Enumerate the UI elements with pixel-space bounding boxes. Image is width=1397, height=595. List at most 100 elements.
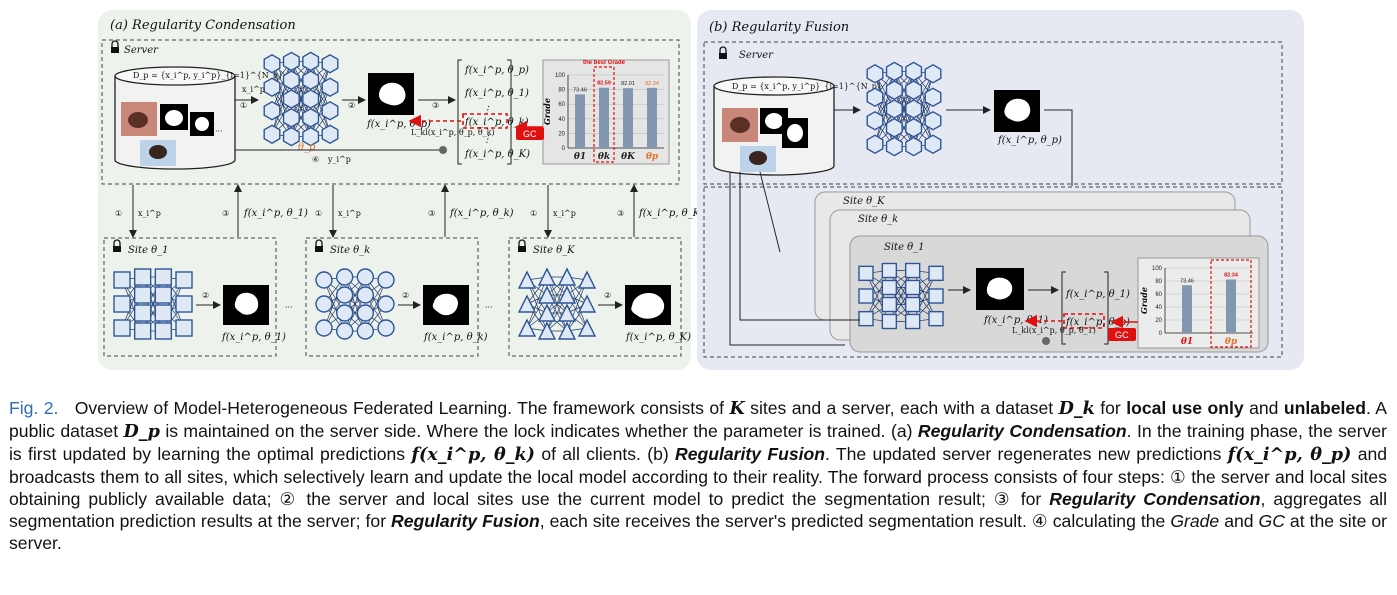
network-node <box>315 319 333 337</box>
pred-dots-1: ⋮ <box>482 105 492 116</box>
y-tick-label: 0 <box>1159 331 1163 337</box>
y-tick-label: 60 <box>1155 292 1162 298</box>
network-node <box>858 288 874 304</box>
y-tick-label: 100 <box>1152 266 1163 272</box>
y-tick-label: 80 <box>1155 279 1162 285</box>
highlight-box <box>593 66 615 163</box>
caption-text-10: and broadcasts them to all sites, which … <box>9 444 1388 509</box>
site1-network-b <box>858 262 944 330</box>
network-node <box>282 107 300 128</box>
network-node <box>866 87 884 108</box>
site1-step2: ② <box>202 291 209 300</box>
sitek-pred: f(x_i^p, θ_k) <box>423 332 488 343</box>
network-node <box>302 89 320 109</box>
caption-text-13: and <box>1224 511 1254 531</box>
network-node <box>905 117 923 138</box>
term-condensation-2: Regularity Condensation <box>1049 489 1261 509</box>
network-node <box>858 310 874 327</box>
sites-ellipsis-1: ··· <box>285 303 293 312</box>
network-node <box>302 107 320 128</box>
yip-label: y_i^p <box>327 155 351 164</box>
network-node <box>557 285 577 304</box>
network-node <box>133 268 152 286</box>
server-theta-label: θ_p <box>298 142 316 153</box>
pred-theta-k: f(x_i^p, θ_k) <box>464 117 529 128</box>
site-theta-1: Site θ_1 ② f(x_i^p, θ_1) <box>103 237 286 357</box>
pred-theta-K: f(x_i^p, θ_K) <box>464 149 530 160</box>
network-node <box>263 100 281 121</box>
arrow-xip-c: x_i^p <box>553 209 576 218</box>
arrow-step-1b: ① <box>315 209 322 218</box>
network-node <box>885 80 903 101</box>
network-node <box>175 271 193 289</box>
gc-badge <box>516 127 544 140</box>
network-node <box>537 303 557 322</box>
pred-theta-1: f(x_i^p, θ_1) <box>464 88 529 99</box>
xip-label: x_i^p <box>242 85 265 94</box>
network-node <box>302 51 320 72</box>
arrow-f1: f(x_i^p, θ_1) <box>243 208 308 219</box>
network-node <box>282 89 300 109</box>
network-node <box>924 63 942 84</box>
network-node <box>904 296 921 313</box>
site-theta-K: Site θ_K ② f(x_i^p, θ_K) <box>508 237 691 357</box>
caption-text-14: at the site or server. <box>9 511 1388 553</box>
site-K-label: Site θ_K <box>533 245 575 256</box>
bar <box>599 87 609 148</box>
network-node <box>904 313 921 330</box>
network-node <box>537 321 557 340</box>
caption-text-5: . A public dataset <box>9 398 1388 441</box>
network-node <box>924 87 942 108</box>
site-K-label-b: Site θ_K <box>843 196 885 207</box>
pred-dots-2: ⋮ <box>482 134 492 145</box>
server-pred-b: f(x_i^p, θ_p) <box>997 135 1062 146</box>
server-site-arrows: ① x_i^p ③ f(x_i^p, θ_1) ① x_i^p ③ f(x_i^… <box>115 184 704 238</box>
network-node <box>928 265 944 282</box>
network-node <box>315 271 333 289</box>
panel-b-title: (b) Regularity Fusion <box>709 20 849 35</box>
bold-local-use: local use only <box>1126 398 1244 418</box>
math-Dk: D_k <box>1058 398 1095 419</box>
network-node <box>924 134 942 155</box>
network-node <box>881 296 898 313</box>
x-tick-label: θk <box>598 152 610 162</box>
grade-chart-a: 020406080100Grade73.46θ182.59θk82.01θK82… <box>542 59 670 165</box>
network-node <box>377 319 395 337</box>
y-tick-label: 20 <box>558 131 565 137</box>
caption-text-4: and <box>1249 398 1279 418</box>
network-node <box>904 279 921 296</box>
arrow-step-3a: ③ <box>222 209 229 218</box>
network-node <box>885 61 903 82</box>
term-fusion-2: Regularity Fusion <box>391 511 540 531</box>
y-tick-label: 20 <box>1155 318 1162 324</box>
data-label: 73.46 <box>573 87 587 93</box>
y-tick-label: 0 <box>562 146 566 152</box>
x-tick-label: θ1 <box>1181 337 1193 347</box>
bar <box>623 88 633 148</box>
network-node <box>321 53 339 74</box>
y-tick-label: 60 <box>558 102 565 108</box>
site-1-label: Site θ_1 <box>128 245 169 256</box>
bar <box>647 87 657 148</box>
network-node <box>537 285 557 304</box>
arrow-xip-b: x_i^p <box>338 209 361 218</box>
server-label: Server <box>124 45 159 56</box>
network-node <box>133 304 152 322</box>
step-1: ① <box>240 101 247 110</box>
bold-unlabeled: unlabeled <box>1283 398 1366 418</box>
network-node <box>321 77 339 98</box>
network-node <box>335 304 354 322</box>
caption-text-12: , each site receives the server's predic… <box>539 511 1166 531</box>
network-node <box>282 126 300 147</box>
network-node <box>356 286 375 304</box>
caption-text-8: of all clients. (b) <box>541 444 669 464</box>
step-3: ③ <box>432 101 439 110</box>
network-node <box>866 110 884 131</box>
term-fusion: Regularity Fusion <box>675 444 826 464</box>
caption-text-9: . The updated server regenerates new pre… <box>825 444 1222 464</box>
network-node <box>113 271 131 289</box>
network-node <box>885 117 903 138</box>
math-Dp: D_p <box>123 421 160 442</box>
arrow-xip-a: x_i^p <box>138 209 161 218</box>
panel-regularity-condensation: (a) Regularity Condensation Server D_p =… <box>98 10 704 370</box>
